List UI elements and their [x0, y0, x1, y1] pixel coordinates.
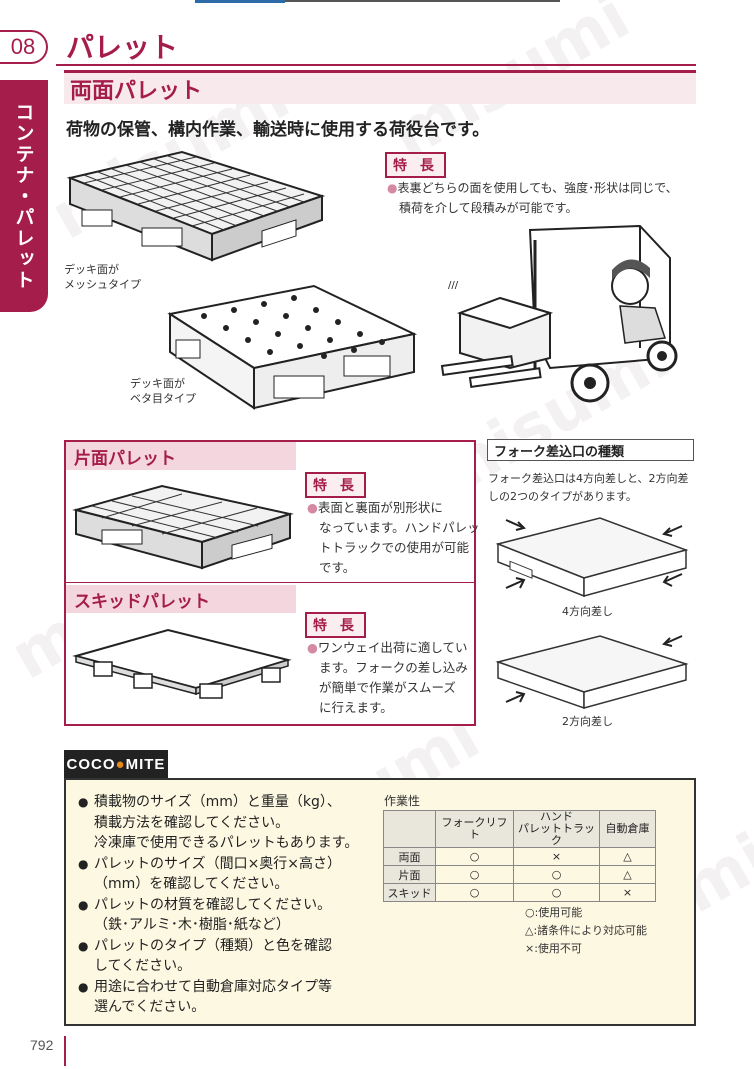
page-number-bar — [64, 1036, 66, 1066]
table-row: 片面○○△ — [383, 865, 656, 884]
chapter-side-tab: コンテナ・パレット — [0, 80, 48, 312]
skid-pallet-illustration — [72, 628, 292, 699]
workability-title: 作業性 — [384, 794, 421, 808]
table-header: フォークリフト — [435, 810, 514, 848]
cocomite-label: COCO●MITE — [64, 750, 168, 778]
skid-feature-badge: 特 長 — [305, 612, 366, 638]
four-way-pallet-illustration — [495, 517, 689, 598]
workability-legend: ○:使用可能 △:諸条件により対応可能 ×:使用不可 — [525, 906, 647, 955]
flat-pallet-illustration — [167, 284, 418, 410]
feature-badge: 特 長 — [385, 152, 446, 178]
single-sided-feature-badge: 特 長 — [305, 472, 366, 498]
top-bar — [0, 0, 754, 4]
check-item: パレットのサイズ（間口×奥行×高さ）（mm）を確認してください。 — [78, 854, 358, 895]
lead-text: 荷物の保管、構内作業、輸送時に使用する荷役台です。 — [66, 120, 490, 140]
single-sided-heading: 片面パレット — [66, 442, 296, 470]
feature-text: ●表裏どちらの面を使用しても、強度･形状は同じで、 積荷を介して段積みが可能です… — [387, 181, 678, 215]
title-rule — [56, 64, 696, 66]
box-divider — [66, 582, 474, 583]
mesh-pallet-illustration — [66, 150, 326, 262]
table-row: 両面○×△ — [383, 847, 656, 866]
single-sided-feature-text: ●表面と裏面が別形状に なっています。ハンドパレッ トトラックでの使用が可能 で… — [307, 500, 480, 575]
table-header-empty — [383, 810, 436, 848]
skid-heading: スキッドパレット — [66, 585, 296, 613]
check-item: 積載物のサイズ（mm）と重量（kg）、積載方法を確認してください。冷凍庫で使用で… — [78, 792, 358, 854]
page-title: パレット — [66, 31, 179, 64]
two-way-pallet-illustration — [495, 635, 689, 710]
skid-feature-text: ●ワンウェイ出荷に適してい ます。フォークの差し込み が簡単で作業がスムーズ に… — [307, 640, 468, 715]
chapter-number: 08 — [0, 30, 48, 64]
workability-table: フォークリフト ハンドパレットトラック 自動倉庫 両面○×△ 片面○○△ スキッ… — [383, 810, 656, 902]
four-way-caption: 4方向差し — [562, 605, 613, 618]
table-header: 自動倉庫 — [599, 810, 656, 848]
cocomite-checklist: 積載物のサイズ（mm）と重量（kg）、積載方法を確認してください。冷凍庫で使用で… — [78, 792, 358, 1018]
fork-entry-desc: フォーク差込口は4方向差しと、2方向差しの2つのタイプがあります。 — [488, 472, 689, 503]
svg-text:///: /// — [448, 280, 459, 291]
fork-entry-heading: フォーク差込口の種類 — [487, 439, 694, 461]
page-number: 792 — [30, 1037, 54, 1053]
mesh-caption: デッキ面がメッシュタイプ — [64, 263, 141, 291]
double-sided-heading: 両面パレット — [64, 70, 696, 104]
two-way-caption: 2方向差し — [562, 715, 613, 728]
single-sided-pallet-illustration — [72, 484, 294, 570]
table-header: ハンドパレットトラック — [513, 810, 600, 848]
forklift-illustration: /// — [440, 224, 678, 403]
table-row: スキッド○○× — [383, 883, 656, 902]
check-item: パレットの材質を確認してください。（鉄･アルミ･木･樹脂･紙など） — [78, 895, 358, 936]
flat-caption: デッキ面がベタ目タイプ — [130, 377, 196, 405]
